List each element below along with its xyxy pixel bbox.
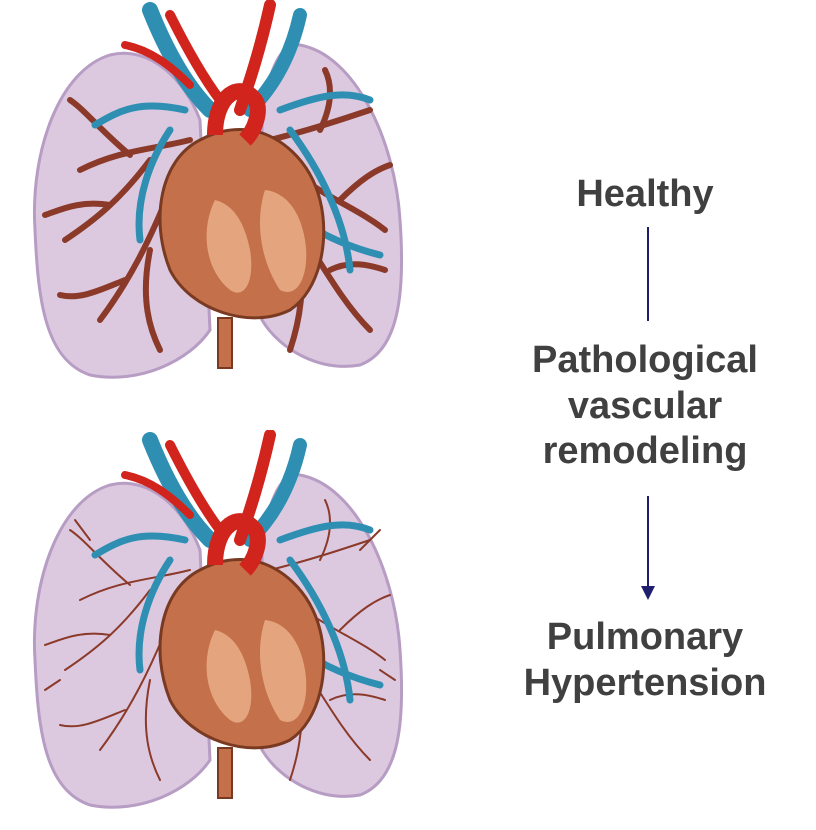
stage-label-pulmonary-hypertension: Pulmonary Hypertension bbox=[495, 615, 795, 706]
remodeled-illustration-svg bbox=[0, 430, 440, 830]
descending-vessel bbox=[218, 748, 232, 798]
arrow-down-icon bbox=[641, 586, 655, 600]
remodeled-heart-lungs-illustration bbox=[0, 430, 440, 830]
stage-label-healthy: Healthy bbox=[495, 172, 795, 218]
healthy-heart-lungs-illustration bbox=[0, 0, 440, 400]
descending-vessel bbox=[218, 318, 232, 368]
connector-line-2 bbox=[647, 496, 649, 588]
connector-line-1 bbox=[647, 227, 649, 321]
healthy-illustration-svg bbox=[0, 0, 440, 400]
stage-label-remodeling: Pathological vascular remodeling bbox=[495, 338, 795, 475]
